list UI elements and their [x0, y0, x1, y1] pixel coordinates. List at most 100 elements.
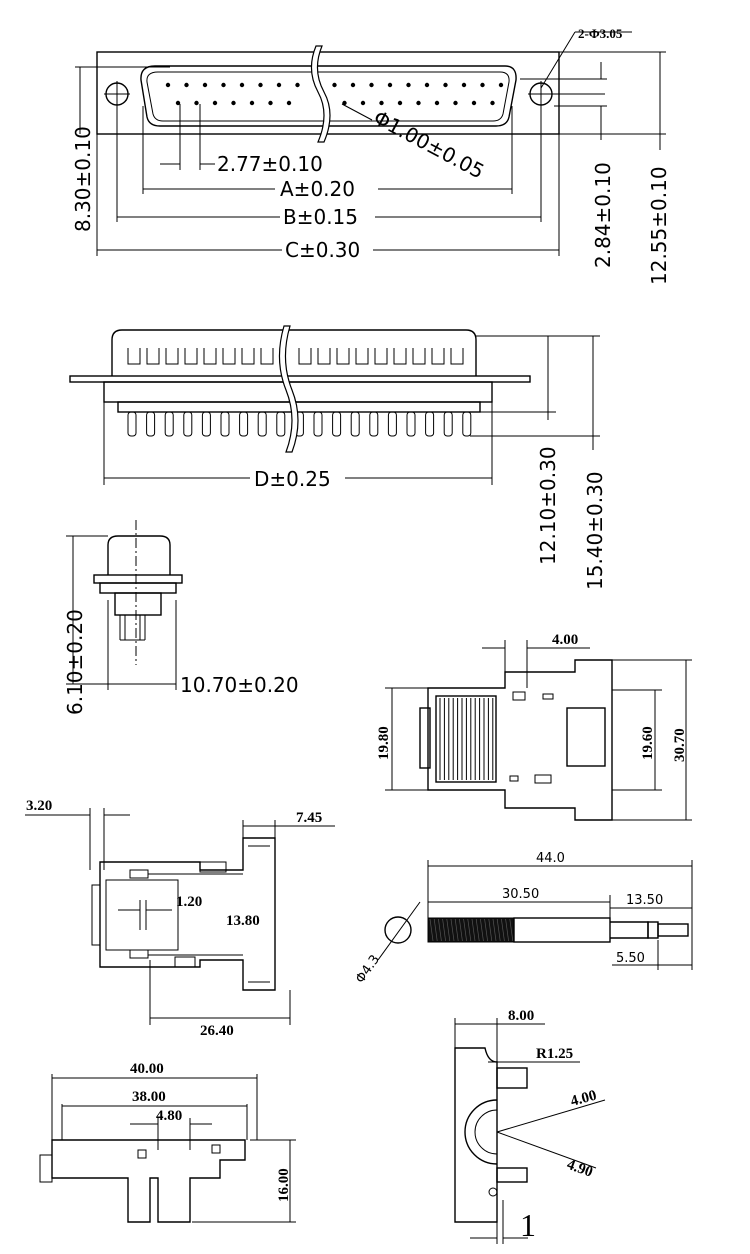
pin-hole [360, 100, 366, 106]
knurl-line [450, 918, 455, 942]
solder-pin [313, 411, 323, 437]
dim-4000-label: 40.00 [130, 1061, 164, 1077]
dim-400b-label: 4.00 [569, 1088, 598, 1110]
contact-slot [184, 348, 198, 365]
dim-490-label: 4.90 [565, 1157, 595, 1181]
dim-r125-label: R1.25 [536, 1046, 573, 1062]
pin-hole [184, 82, 189, 88]
contact-slot [165, 348, 179, 365]
contact-slot [146, 348, 160, 365]
pin-hole [194, 100, 199, 106]
contact-slot [127, 348, 141, 365]
knurl-line [438, 918, 442, 942]
pin-hole [406, 82, 411, 88]
solder-pin [220, 411, 230, 437]
contact-slot [298, 348, 312, 365]
knurl-line [459, 918, 463, 942]
pin-hole [202, 82, 208, 88]
pin-hole [231, 100, 236, 106]
pin-hole [498, 82, 504, 88]
dim-1600-label: 16.00 [276, 1168, 292, 1202]
pin-hole [453, 100, 458, 106]
knurl-line [467, 918, 472, 942]
pin-hole [249, 100, 255, 106]
solder-pin [183, 411, 193, 437]
pin-hole [424, 82, 430, 88]
solder-pin [276, 411, 286, 437]
contact-slot [450, 348, 464, 365]
knurl-line [480, 918, 484, 942]
pin-hole [387, 82, 393, 88]
hood-side-view: 3.20 7.45 1.20 13.80 26.40 [25, 798, 335, 1039]
knurl-line [509, 918, 514, 942]
solder-pin [350, 411, 360, 437]
pin-hole [286, 100, 292, 106]
dim-3800-label: 38.00 [132, 1089, 166, 1105]
dim-1210-label: 12.10±0.30 [536, 446, 560, 565]
contact-slot [374, 348, 388, 365]
dim-hole-label: 2-Φ3.05 [578, 26, 623, 41]
dim-d-label: D±0.25 [254, 467, 331, 491]
solder-pin [146, 411, 156, 437]
solder-pin [201, 411, 211, 437]
pin-hole [350, 82, 356, 88]
dim-284-label: 2.84±0.10 [591, 162, 615, 268]
pin-hole [369, 82, 374, 88]
pin-hole [165, 82, 171, 88]
dim-1980-label: 19.80 [376, 726, 392, 760]
solder-pin [462, 411, 472, 437]
knurl-line [446, 918, 451, 942]
dim-3070-label: 30.70 [672, 728, 688, 762]
solder-pin [406, 411, 416, 437]
knurl-line [454, 918, 459, 942]
dim-43-label: Φ4.3 [353, 952, 383, 986]
dim-a-label: A±0.20 [280, 177, 355, 201]
pin-hole [221, 82, 226, 88]
pin-hole [268, 100, 273, 106]
knurl-line [488, 918, 493, 942]
pin-hole [461, 82, 467, 88]
knurl-line [475, 918, 480, 942]
knurl-line [505, 918, 509, 942]
pin-hole [379, 100, 384, 106]
solder-pin [443, 411, 453, 437]
pin-hole [295, 82, 300, 88]
side-view: D±0.25 12.10±0.30 15.40±0.30 [69, 325, 607, 590]
screw-view: 44.0 30.50 13.50 5.50 Φ4.3 [353, 851, 693, 986]
pin-hole [212, 100, 218, 106]
dim-830-label: 8.30±0.10 [71, 126, 95, 232]
dim-120-label: 1.20 [176, 894, 202, 910]
dim-320-label: 3.20 [26, 798, 52, 814]
pin-hole [239, 82, 245, 88]
dim-c-label: C±0.30 [285, 238, 360, 262]
dim-1380-label: 13.80 [226, 913, 260, 929]
dim-800-label: 8.00 [508, 1008, 534, 1024]
hood-top-view: 4.00 19.80 19.60 30.70 [376, 632, 692, 821]
knurl-line [429, 918, 434, 942]
pin-hole [332, 82, 337, 88]
dim-1255-label: 12.55±0.10 [647, 166, 671, 285]
solder-pin [332, 411, 342, 437]
knurl-line [433, 918, 438, 942]
dim-3050-label: 30.50 [502, 887, 539, 902]
contact-slot [241, 348, 255, 365]
contact-slot [260, 348, 274, 365]
dim-745-label: 7.45 [296, 810, 322, 826]
contact-slot [393, 348, 407, 365]
contact-slot [222, 348, 236, 365]
pin-hole [397, 100, 403, 106]
solder-pin [257, 411, 267, 437]
pin-hole [342, 100, 347, 106]
end-view: 6.10±0.20 10.70±0.20 [63, 520, 299, 715]
dim-550-label: 5.50 [616, 951, 645, 966]
knurl-line [484, 918, 488, 942]
knurl-line [496, 918, 501, 942]
dim-pin-label: Φ1.00±0.05 [370, 105, 489, 183]
dim-b-label: B±0.15 [283, 205, 358, 229]
front-view: 2-Φ3.05 8.30±0.10 2.84±0.10 12.55±0.10 2… [71, 26, 671, 285]
pin-hole [175, 100, 181, 106]
contact-slot [317, 348, 331, 365]
pin-hole [480, 82, 485, 88]
contact-slot [355, 348, 369, 365]
knurl-line [492, 918, 497, 942]
